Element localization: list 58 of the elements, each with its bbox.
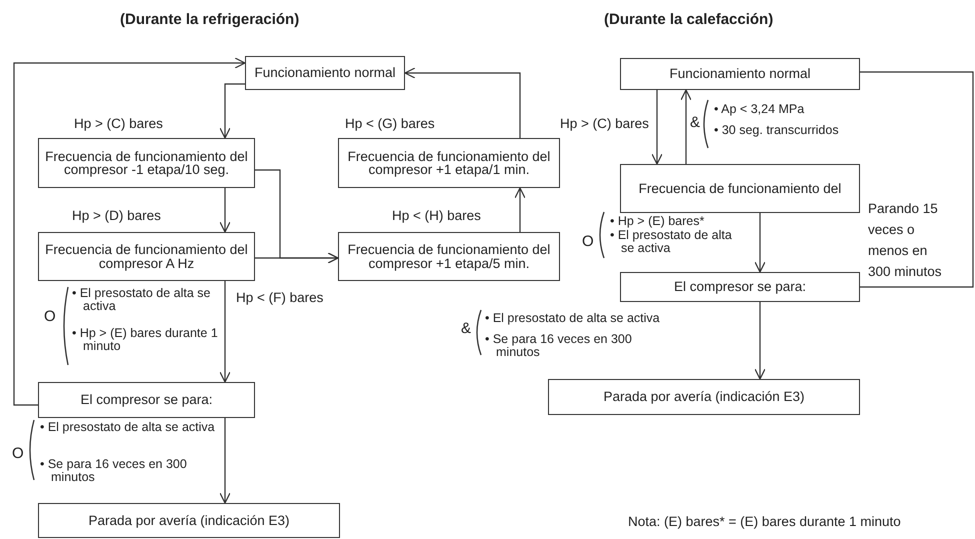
note-text: Nota: (E) bares* = (E) bares durante 1 minuto	[628, 515, 901, 530]
condition-operator: O	[44, 309, 56, 325]
process-box	[38, 232, 255, 281]
process-box	[620, 164, 860, 213]
condition-operator: &	[461, 321, 472, 337]
box-label: El compresor se para:	[80, 393, 213, 407]
condition-item: • Se para 16 veces en 300 minutos	[40, 458, 188, 484]
condition-operator: O	[12, 446, 24, 462]
process-box	[38, 382, 255, 418]
edge-label: Hp < (G) bares	[345, 116, 435, 132]
arrow	[754, 302, 766, 380]
arrow	[255, 252, 339, 264]
process-box	[38, 503, 340, 538]
condition-item: • El presostato de alta se activa	[485, 312, 661, 326]
condition-item: • Se para 16 veces en 300 minutos	[485, 333, 633, 360]
process-box	[548, 379, 860, 415]
box-label: Frecuencia de funcionamiento del	[638, 182, 842, 196]
box-label: Frecuencia de funcionamiento del compresor A Hz	[44, 243, 249, 270]
arrow	[13, 57, 246, 406]
condition-item: • Ap < 3,24 MPa	[714, 103, 806, 116]
condition-operator: O	[582, 234, 594, 250]
box-label: El compresor se para:	[674, 280, 806, 294]
arrow	[514, 187, 526, 232]
edge-label: Hp > (C) bares	[560, 116, 649, 132]
condition-item: • 30 seg. transcurridos	[714, 124, 840, 138]
box-label: Funcionamiento normal	[669, 67, 811, 81]
process-box	[620, 272, 860, 302]
edge-label: Hp > (D) bares	[72, 208, 161, 224]
edge-label: Hp > (C) bares	[74, 116, 163, 132]
box-label: Frecuencia de funcionamiento del compresor -1 etapa/10 seg.	[44, 150, 249, 176]
condition-item: • El presostato de alta se activa	[610, 229, 733, 256]
condition-item: • El presostato de alta se activa	[72, 287, 212, 314]
arrow	[651, 90, 663, 165]
process-box	[245, 56, 405, 90]
section-heading: (Durante la calefacción)	[604, 12, 774, 28]
box-label: Frecuencia de funcionamiento del compresor +1 etapa/5 min.	[346, 243, 552, 270]
arrow	[219, 83, 245, 139]
box-label: Parada por avería (indicación E3)	[603, 390, 805, 404]
edge-label: Hp < (F) bares	[236, 290, 324, 306]
arrow	[219, 281, 231, 383]
process-box	[620, 58, 860, 90]
condition-item: • El presostato de alta se activa	[40, 421, 216, 434]
arrow	[219, 418, 231, 504]
section-heading: (Durante la refrigeración)	[120, 12, 300, 28]
box-label: Funcionamiento normal	[254, 66, 396, 80]
condition-operator: &	[690, 115, 700, 131]
box-label: Frecuencia de funcionamiento del compresor +1 etapa/1 min.	[346, 150, 552, 176]
arrow	[219, 188, 231, 233]
arrow	[404, 67, 521, 138]
process-box	[338, 138, 560, 188]
arrow	[754, 213, 766, 273]
condition-item: • Hp > (E) bares durante 1 minuto	[72, 327, 219, 354]
box-label: Parada por avería (indicación E3)	[88, 514, 290, 528]
edge-label: Hp < (H) bares	[392, 208, 481, 224]
process-box	[38, 138, 255, 188]
arrow	[680, 89, 692, 164]
condition-item: • Hp > (E) bares*	[610, 215, 706, 228]
process-box	[338, 232, 560, 281]
